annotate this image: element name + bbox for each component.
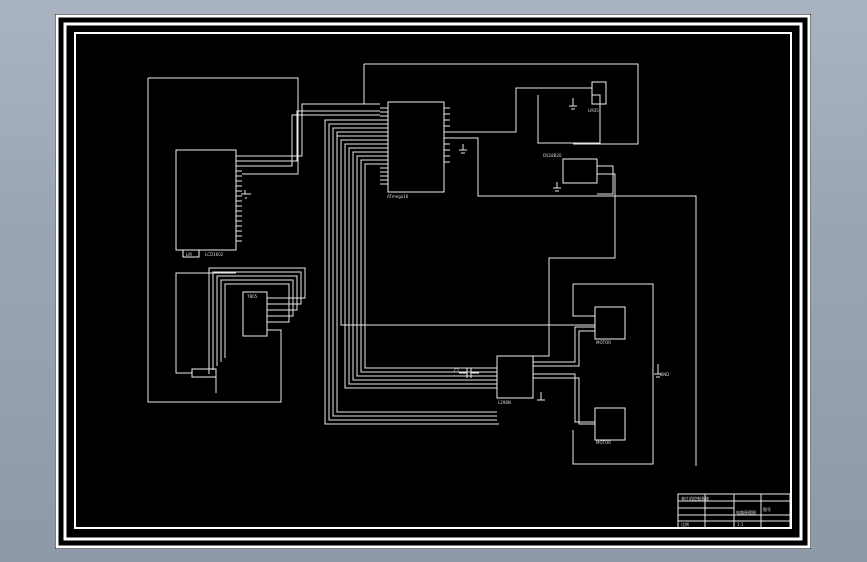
driver-label: L298N: [498, 400, 511, 405]
motor-top: MOTOR: [594, 306, 626, 345]
schematic-drawing: ATmega16 LM LCD1602 7805 LM35 DS18B20 L2…: [55, 14, 811, 549]
mcu-chip: ATmega16: [380, 101, 450, 199]
mcu-label: ATmega16: [387, 194, 409, 199]
driver-chip: L298N C1: [454, 355, 534, 405]
title-row2: 电路原理图: [736, 509, 756, 515]
gnd-label: GND: [660, 372, 669, 377]
lcd-sub-label: LM: [186, 252, 192, 257]
title-scale: 比例: [681, 521, 689, 527]
motor-top-label: MOTOR: [596, 340, 611, 345]
title-sheet: 1:1: [737, 522, 744, 527]
cap-label: C1: [454, 368, 460, 373]
title-block: 单片机控制系统 电路原理图 图号 比例 1:1: [677, 493, 791, 529]
sensor-top: LM35: [588, 81, 607, 113]
sensor-mid-label: DS18B20: [543, 153, 562, 158]
title-drawing-no: 图号: [763, 506, 771, 512]
cad-drawing-viewport[interactable]: ATmega16 LM LCD1602 7805 LM35 DS18B20 L2…: [55, 14, 811, 549]
motor-bottom-label: MOTOR: [596, 440, 611, 445]
regulator-chip: 7805: [191, 291, 268, 378]
lcd-module: LM LCD1602: [175, 149, 242, 258]
inner-border: [74, 32, 792, 529]
sensor-top-label: LM35: [588, 108, 599, 113]
title-row1: 单片机控制系统: [681, 495, 709, 501]
regulator-label: 7805: [247, 294, 258, 299]
motor-bottom: MOTOR: [594, 407, 626, 445]
wires: [147, 63, 697, 466]
sensor-mid: DS18B20: [543, 153, 598, 184]
middle-border: [63, 22, 803, 541]
lcd-label: LCD1602: [205, 252, 224, 257]
outer-border: [55, 14, 811, 549]
